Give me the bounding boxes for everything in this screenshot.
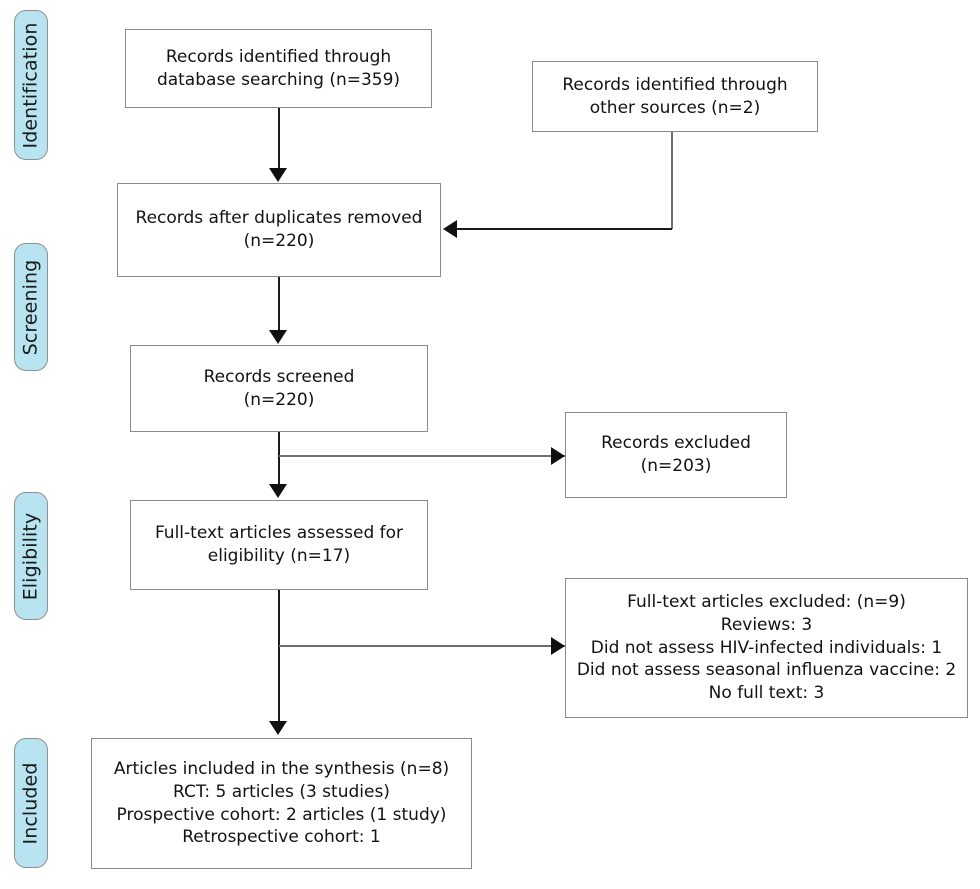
arrowhead-fulltext-to-included	[269, 721, 287, 735]
stage-tab-identification-label: Identification	[19, 22, 42, 148]
stage-tab-eligibility-label: Eligibility	[19, 512, 42, 600]
arrowhead-other-sources-to-duplicates	[443, 220, 457, 238]
box-records-screened: Records screened (n=220)	[130, 345, 428, 432]
arrowhead-screened-to-fulltext	[269, 484, 287, 498]
arrowhead-fulltext-to-fulltext-excluded	[551, 637, 565, 655]
arrowhead-screened-to-excluded	[551, 447, 565, 465]
box-fulltext-excluded-text: Full-text articles excluded: (n=9) Revie…	[576, 592, 957, 703]
box-records-excluded-text: Records excluded (n=203)	[601, 433, 751, 476]
stage-tab-screening-label: Screening	[19, 259, 42, 355]
box-records-identified-other-sources: Records identified through other sources…	[532, 61, 818, 132]
box-records-after-duplicates-text: Records after duplicates removed (n=220)	[135, 208, 423, 251]
stage-tab-screening: Screening	[14, 243, 48, 371]
connector-other-sources-horizontal	[457, 228, 672, 230]
connector-fulltext-to-fulltext-excluded	[279, 645, 565, 647]
box-records-excluded: Records excluded (n=203)	[565, 412, 787, 498]
arrowhead-database-to-duplicates	[269, 168, 287, 182]
connector-fulltext-to-included	[278, 590, 280, 723]
connector-screened-to-excluded	[279, 455, 565, 457]
box-articles-included-text: Articles included in the synthesis (n=8)…	[113, 759, 450, 848]
stage-tab-eligibility: Eligibility	[14, 492, 48, 620]
box-fulltext-assessed-text: Full-text articles assessed for eligibil…	[154, 523, 404, 566]
box-records-after-duplicates: Records after duplicates removed (n=220)	[117, 183, 441, 277]
connector-other-sources-vertical	[671, 132, 673, 229]
box-fulltext-excluded: Full-text articles excluded: (n=9) Revie…	[565, 578, 968, 718]
arrowhead-duplicates-to-screened	[269, 330, 287, 344]
box-records-screened-text: Records screened (n=220)	[203, 366, 355, 410]
stage-tab-included-label: Included	[19, 761, 42, 845]
box-articles-included: Articles included in the synthesis (n=8)…	[91, 738, 472, 869]
stage-tab-included: Included	[14, 738, 48, 868]
connector-duplicates-to-screened	[278, 277, 280, 332]
box-records-identified-database-text: Records identified through database sear…	[156, 46, 401, 90]
connector-screened-to-fulltext	[278, 432, 280, 486]
connector-database-to-duplicates	[278, 108, 280, 170]
box-fulltext-assessed: Full-text articles assessed for eligibil…	[130, 500, 428, 590]
box-records-identified-other-sources-text: Records identified through other sources…	[562, 74, 788, 118]
stage-tab-identification: Identification	[14, 10, 48, 160]
box-records-identified-database: Records identified through database sear…	[125, 29, 432, 108]
